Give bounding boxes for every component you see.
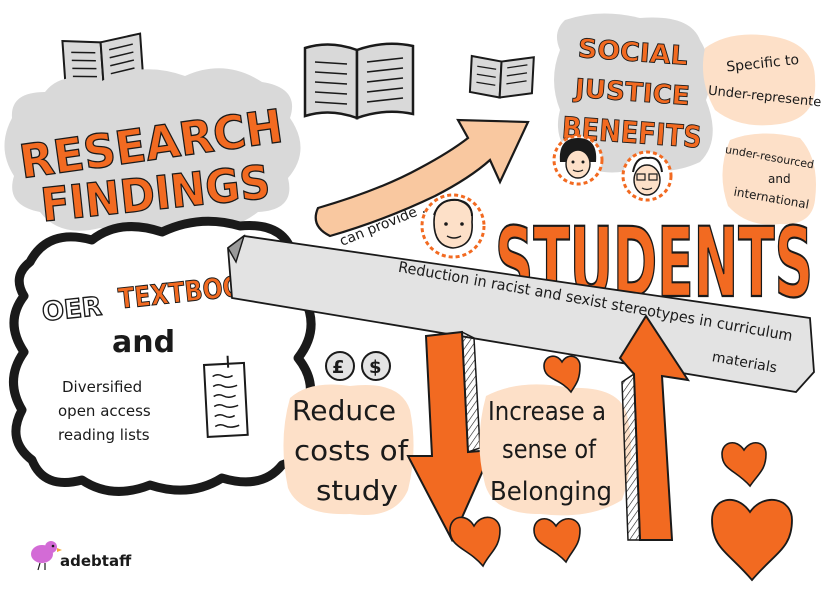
signature-text: adebtaff <box>60 552 132 570</box>
student-avatar-center <box>552 134 604 186</box>
heart-icon-5 <box>711 498 793 582</box>
oer-label: OER <box>41 292 104 328</box>
dollar-symbol: $ <box>369 357 382 378</box>
dollar-coin-icon: $ <box>361 351 391 381</box>
document-list-icon <box>202 355 249 438</box>
under-line2: and <box>768 172 791 186</box>
open-book-icon-center <box>303 42 415 120</box>
reduce-line2: costs of <box>294 434 409 467</box>
can-provide-arrow <box>314 118 530 238</box>
reduce-line3: study <box>316 474 398 507</box>
belonging-bg <box>479 384 631 516</box>
reading-list-line2: open access <box>58 402 151 420</box>
reduce-line1: Reduce <box>292 394 396 427</box>
bird-logo-icon <box>31 541 62 571</box>
pound-symbol: £ <box>332 357 345 378</box>
heart-icon-2 <box>449 516 501 568</box>
heart-icon-4 <box>721 442 767 488</box>
and-label: and <box>112 325 175 360</box>
student-avatar-right <box>621 150 673 202</box>
heart-icon-1 <box>543 355 581 394</box>
student-avatar-left <box>420 193 486 259</box>
belonging-line1: Increase a <box>488 397 606 427</box>
open-book-icon-right <box>468 54 535 99</box>
research-findings-cloud <box>4 68 301 234</box>
reduce-costs-bg <box>283 384 414 515</box>
specific-line1: Specific to <box>726 52 800 76</box>
under-resourced-note-bg <box>722 133 816 225</box>
reading-list-line1: Diversified <box>62 378 142 396</box>
social-label: SOCIAL <box>577 34 689 72</box>
specific-note-bg <box>702 34 816 126</box>
pound-coin-icon: £ <box>325 351 355 381</box>
social-justice-bg <box>554 13 713 173</box>
reading-list-line3: reading lists <box>58 426 150 444</box>
belonging-line2: sense of <box>502 435 597 465</box>
belonging-line3: Belonging <box>490 477 612 507</box>
heart-icon-3 <box>533 518 581 564</box>
